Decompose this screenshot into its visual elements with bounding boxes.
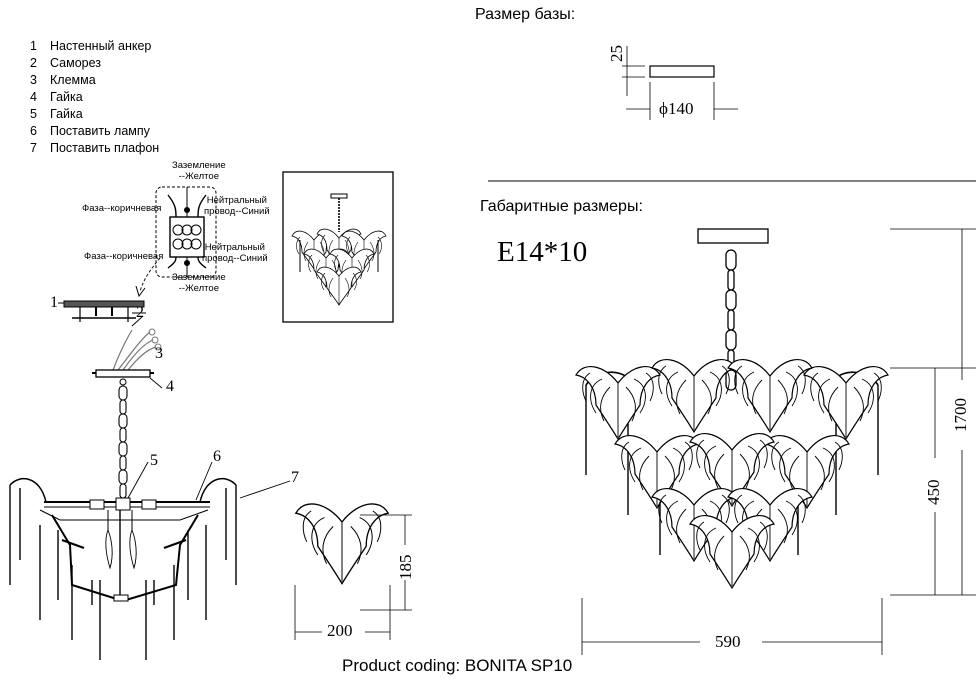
callout-5: 5 bbox=[150, 452, 158, 469]
overall-size-title: Габаритные размеры: bbox=[480, 198, 643, 215]
ceiling-mount bbox=[58, 300, 146, 322]
product-coding: Product coding: BONITA SP10 bbox=[342, 656, 573, 675]
callout-1: 1 bbox=[50, 294, 58, 311]
ground-label-bottom: Заземление --Желтое bbox=[172, 272, 226, 294]
callout-7: 7 bbox=[291, 469, 299, 486]
terminal-wires bbox=[112, 328, 162, 371]
lamp-spec: E14*10 bbox=[497, 236, 588, 268]
chain bbox=[118, 385, 128, 499]
shade-height-label: 185 bbox=[396, 554, 415, 581]
height-label: 450 bbox=[924, 479, 943, 506]
callout-4: 4 bbox=[166, 378, 174, 395]
chandelier-frame bbox=[9, 477, 237, 660]
callout-6: 6 bbox=[213, 448, 221, 465]
neutral-label-bottom: Нейтральный провод--Синий bbox=[202, 242, 268, 264]
neutral-label-top: Нейтральный провод--Синий bbox=[204, 195, 270, 217]
ground-label-top: Заземление --Желтое bbox=[172, 160, 226, 182]
base-diameter-label: ϕ140 bbox=[659, 99, 694, 118]
width-label: 590 bbox=[715, 632, 741, 651]
callout-3: 3 bbox=[155, 345, 163, 362]
chandelier-preview bbox=[282, 171, 394, 323]
phase-label-top: Фаза--коричневая bbox=[82, 203, 162, 214]
max-height-label: 1700 bbox=[951, 398, 970, 432]
shade-drawing bbox=[294, 503, 412, 640]
shade-width-label: 200 bbox=[327, 621, 353, 640]
phase-label-bottom: Фаза--коричневая bbox=[84, 251, 164, 262]
base-size-title: Размер базы: bbox=[475, 6, 576, 23]
canopy bbox=[95, 369, 151, 378]
callout-2: 2 bbox=[136, 304, 144, 321]
chandelier-main bbox=[575, 228, 889, 589]
base-size-drawing bbox=[622, 46, 738, 120]
wiring-diagram bbox=[135, 186, 217, 298]
base-height-label: 25 bbox=[607, 45, 626, 62]
